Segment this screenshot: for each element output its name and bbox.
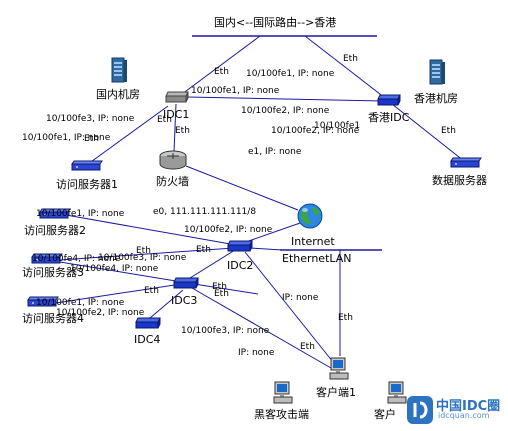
link-label: 10/100fe3, IP: none — [98, 253, 187, 263]
link-access3-idc2 — [59, 247, 235, 261]
link-label: e0, 111.111.111.111/8 — [153, 207, 257, 217]
hk-room-server-icon — [429, 59, 445, 85]
link-idc1-hkidc — [187, 96, 384, 102]
hacker-pc-icon — [273, 381, 293, 404]
link-label: 10/100fe1, IP: none — [22, 133, 111, 143]
client2-pc-icon — [387, 381, 407, 404]
link-label: Eth — [196, 245, 211, 255]
link-label: 10/100fe4, IP: none — [70, 264, 159, 274]
domestic-room-label: 国内机房 — [96, 88, 140, 101]
access3-label: 访问服务器3 — [22, 266, 84, 279]
link-label: 10/100fe1, IP: none — [191, 86, 280, 96]
link-label: 10/100fe3, IP: none — [46, 114, 135, 124]
link-label: 10/100fe2, IP: none — [271, 126, 360, 136]
link-idc2-client1 — [244, 251, 334, 363]
data-server-device-icon — [450, 157, 482, 168]
link-label: 10/100fe1 — [314, 121, 361, 131]
link-firewall-internet — [185, 165, 299, 211]
access4-label: 访问服务器4 — [22, 312, 84, 325]
route-title: 国内<--国际路由-->香港 — [214, 16, 337, 29]
link-hkidc-route — [304, 35, 386, 99]
hk-room-label: 香港机房 — [414, 92, 458, 105]
link-access2-idc2 — [65, 214, 237, 246]
idc3-switch-icon — [173, 277, 199, 289]
idc4-switch-icon — [135, 317, 161, 329]
link-idc3-idc4 — [149, 289, 184, 319]
link-label: Eth — [144, 286, 159, 296]
link-label: 10/100fe1, IP: none — [246, 69, 335, 79]
link-label: 10/100fe4, IP: none — [32, 254, 121, 264]
link-label: 10/100fe1, IP: none — [36, 209, 125, 219]
link-label: Eth — [338, 313, 353, 323]
internet-globe-icon — [297, 203, 323, 229]
link-idc2-lan — [249, 247, 283, 251]
link-idc1-route — [177, 35, 261, 98]
hk-idc-label: 香港IDC — [368, 111, 410, 124]
watermark: 中国IDC圈 idcquan.com — [406, 395, 504, 425]
link-label: IP: none — [282, 293, 319, 303]
client2-label: 客户 — [374, 408, 396, 421]
link-label: 10/100fe3, IP: none — [181, 326, 270, 336]
link-idc3-client1b — [193, 283, 259, 295]
link-access3-idc3 — [59, 261, 183, 283]
idc2-label: IDC2 — [227, 259, 254, 272]
link-label: Eth — [214, 67, 229, 77]
link-label: Eth — [175, 126, 190, 136]
link-label: Eth — [136, 246, 151, 256]
data-server-label: 数据服务器 — [432, 174, 487, 187]
internet-label: Internet — [291, 235, 335, 248]
link-label: IP: none — [238, 348, 275, 358]
link-label: Eth — [84, 134, 99, 144]
access4-device-icon — [27, 296, 59, 307]
idc4-label: IDC4 — [134, 333, 161, 346]
watermark-logo-icon — [407, 396, 433, 424]
link-access4-idc3 — [55, 283, 182, 304]
hacker-label: 黑客攻击端 — [254, 408, 309, 421]
idc1-label: IDC1 — [163, 108, 190, 121]
idc1-router-icon — [165, 91, 189, 103]
link-label: 10/100fe2, IP: none — [184, 225, 273, 235]
link-internet-idc2 — [242, 221, 304, 244]
link-idc1-firewall — [173, 103, 177, 153]
link-label: Eth — [214, 289, 229, 299]
idc3-label: IDC3 — [171, 294, 198, 307]
link-label: Eth — [212, 282, 227, 292]
ethernet-lan-label: EthernetLAN — [282, 252, 352, 265]
access2-label: 访问服务器2 — [24, 224, 86, 237]
firewall-label: 防火墙 — [156, 175, 189, 188]
link-label: 10/100fe1, IP: none — [36, 298, 125, 308]
link-label: e1, IP: none — [248, 147, 302, 157]
link-label: 10/100fe2, IP: none — [241, 106, 330, 116]
link-label: Eth — [157, 115, 172, 125]
client1-pc-icon — [329, 357, 349, 380]
watermark-name: 中国IDC圈 — [436, 399, 501, 414]
access1-label: 访问服务器1 — [56, 178, 118, 191]
access2-device-icon — [39, 208, 71, 219]
link-idc1-access1 — [87, 105, 169, 165]
hk-idc-switch-icon — [377, 94, 401, 106]
idc2-switch-icon — [227, 240, 253, 252]
link-label: Eth — [300, 342, 315, 352]
domestic-room-server-icon — [111, 57, 127, 83]
access3-device-icon — [31, 253, 63, 264]
link-hkidc-dataserver — [391, 103, 465, 162]
watermark-url: idcquan.com — [438, 411, 490, 420]
link-label: Eth — [441, 126, 456, 136]
link-label: Eth — [343, 54, 358, 64]
link-idc2-idc3 — [189, 249, 236, 279]
client1-label: 客户端1 — [316, 386, 356, 399]
firewall-icon — [159, 150, 187, 170]
link-idc3-client1 — [191, 287, 332, 369]
link-label: 10/100fe2, IP: none — [56, 308, 145, 318]
access1-device-icon — [71, 160, 103, 171]
